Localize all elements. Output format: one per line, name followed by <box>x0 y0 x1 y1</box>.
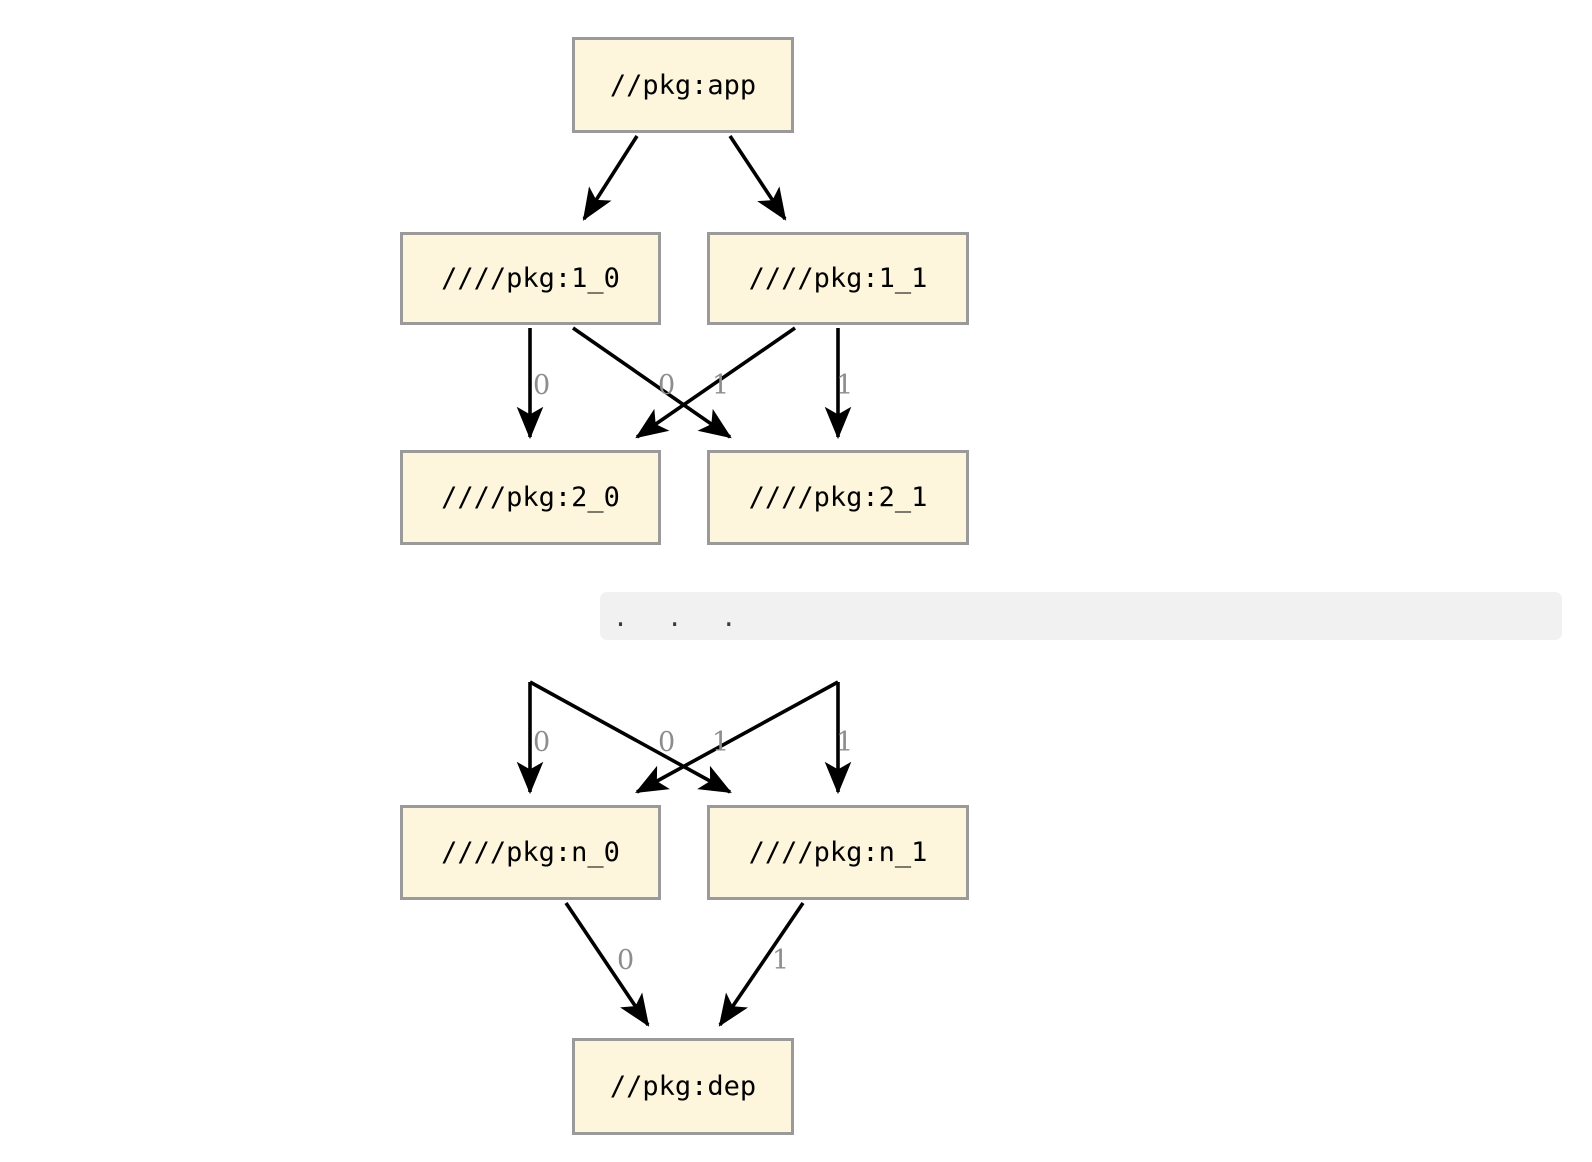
edge-label: 1 <box>712 370 730 401</box>
ellipsis-separator-band: . . . <box>600 592 1562 640</box>
graph-node-label: ////pkg:1_0 <box>441 263 620 294</box>
edge-label: 1 <box>836 727 854 758</box>
graph-edge <box>529 680 732 794</box>
graph-edge <box>728 135 787 221</box>
graph-node-l2_1[interactable]: ////pkg:2_1 <box>707 450 969 545</box>
edge-label: 1 <box>836 370 854 401</box>
graph-edge <box>635 680 839 794</box>
edge-label: 1 <box>772 945 790 976</box>
edge-label: 0 <box>533 370 551 401</box>
graph-node-app[interactable]: //pkg:app <box>572 37 794 133</box>
graph-node-label: //pkg:dep <box>609 1071 757 1102</box>
graph-node-label: ////pkg:2_1 <box>748 482 928 513</box>
graph-edge <box>571 326 732 439</box>
edge-label: 1 <box>712 727 730 758</box>
graph-node-ln_1[interactable]: ////pkg:n_1 <box>707 805 969 900</box>
edge-label: 0 <box>658 727 676 758</box>
graph-node-l2_0[interactable]: ////pkg:2_0 <box>400 450 661 545</box>
graph-node-dep[interactable]: //pkg:dep <box>572 1038 794 1135</box>
edge-label: 0 <box>658 370 676 401</box>
graph-edge <box>582 135 639 221</box>
edge-label: 0 <box>533 727 551 758</box>
graph-node-l1_0[interactable]: ////pkg:1_0 <box>400 232 661 325</box>
graph-edge <box>718 901 805 1027</box>
ellipsis-dots: . . . <box>613 603 749 632</box>
graph-node-label: ////pkg:1_1 <box>748 263 928 294</box>
graph-node-label: //pkg:app <box>609 69 757 101</box>
edge-paths <box>516 135 852 1027</box>
graph-node-label: ////pkg:n_1 <box>748 837 928 868</box>
graph-node-label: ////pkg:n_0 <box>441 837 620 868</box>
graph-node-label: ////pkg:2_0 <box>441 482 620 513</box>
graph-edge <box>564 901 650 1027</box>
graph-node-ln_0[interactable]: ////pkg:n_0 <box>400 805 661 900</box>
edge-label: 0 <box>617 945 635 976</box>
graph-edge <box>635 326 797 439</box>
graph-node-l1_1[interactable]: ////pkg:1_1 <box>707 232 969 325</box>
